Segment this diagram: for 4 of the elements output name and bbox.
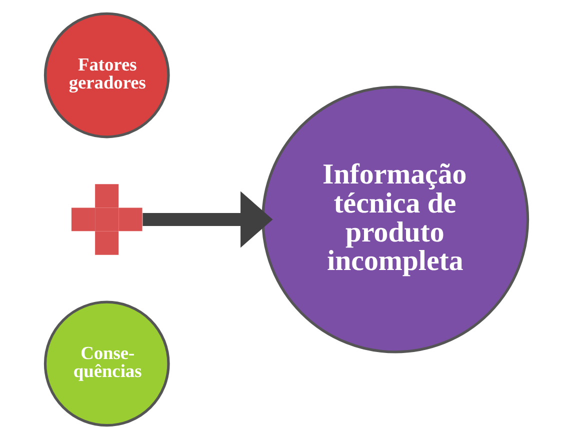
node-circle: Conse- quências bbox=[44, 300, 170, 427]
arrow bbox=[142, 191, 273, 248]
node-circle: Fatores geradores bbox=[44, 12, 170, 138]
node-circle: Informação técnica de produto incompleta bbox=[262, 86, 530, 354]
